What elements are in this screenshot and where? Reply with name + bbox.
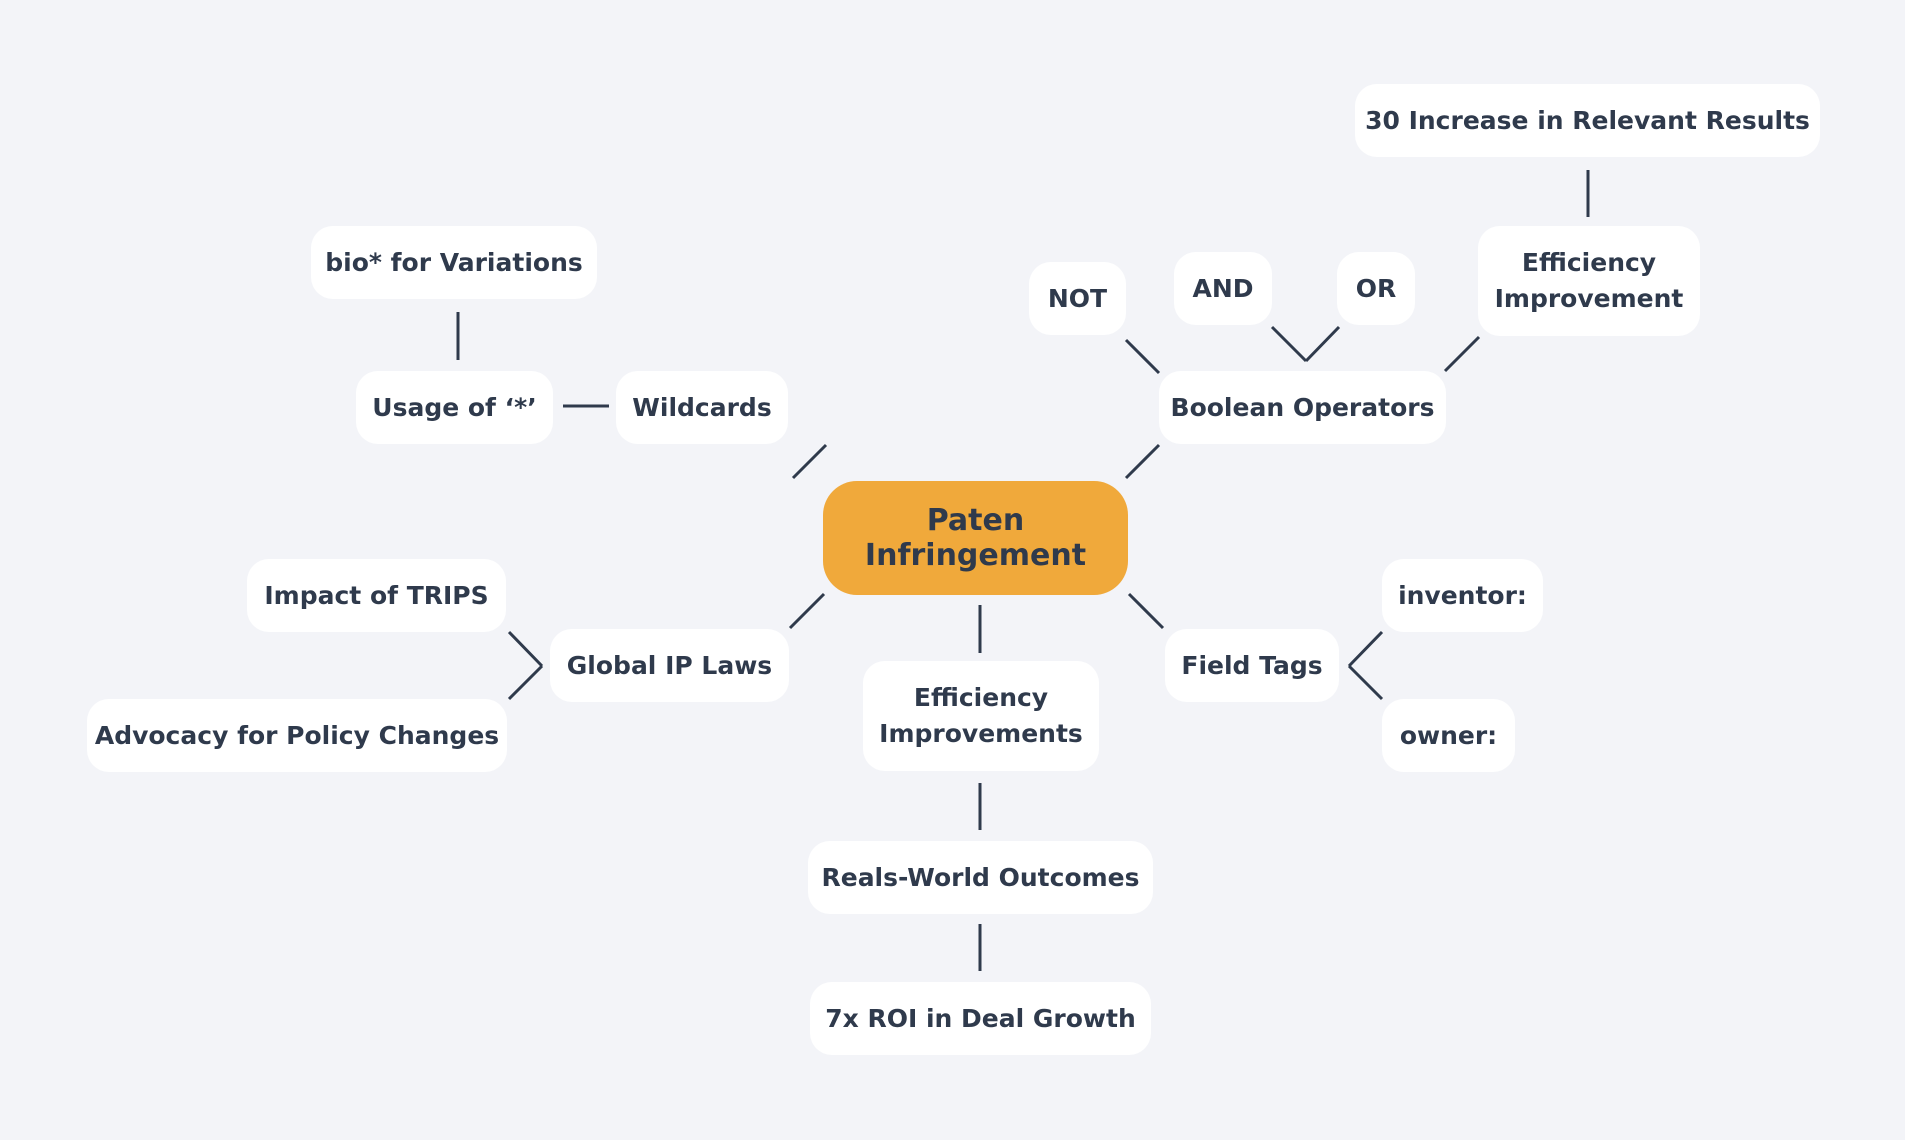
node-wildcards[interactable]: Wildcards	[616, 371, 788, 444]
center-node-paten-infringement[interactable]: Paten Infringement	[823, 481, 1128, 595]
connector-boolean-not	[1124, 338, 1161, 375]
connector-boolean-efficiency	[1443, 335, 1481, 373]
node-boolean-label: Boolean Operators	[1170, 392, 1435, 422]
node-and-label: AND	[1192, 273, 1254, 303]
node-efficiency-improvement-line2: Improvement	[1494, 284, 1684, 313]
node-usage-of-wildcard[interactable]: Usage of ‘*’	[356, 371, 553, 444]
node-efficiency-improvements[interactable]: Efficiency Improvements	[863, 661, 1099, 771]
node-bio-variations[interactable]: bio* for Variations	[311, 226, 597, 299]
node-global-ip-label: Global IP Laws	[566, 650, 773, 680]
node-impact-of-trips[interactable]: Impact of TRIPS	[247, 559, 506, 632]
connector-center-boolean	[1124, 443, 1161, 480]
node-roi-label: 7x ROI in Deal Growth	[825, 1003, 1136, 1033]
node-outcomes-label: Reals-World Outcomes	[821, 862, 1140, 892]
connector-center-fieldtags	[1127, 592, 1165, 630]
center-node-line2: Infringement	[864, 538, 1087, 573]
node-wildcards-label: Wildcards	[632, 392, 772, 422]
node-field-tags-label: Field Tags	[1181, 650, 1323, 680]
node-relevant-results[interactable]: 30 Increase in Relevant Results	[1355, 84, 1820, 157]
node-usage-label: Usage of ‘*’	[372, 392, 537, 422]
connector-boolean-or	[1304, 325, 1341, 363]
node-not[interactable]: NOT	[1029, 262, 1126, 335]
node-owner-label: owner:	[1399, 720, 1498, 750]
connector-center-wildcards	[791, 443, 828, 480]
node-or-label: OR	[1355, 273, 1397, 303]
node-roi-deal-growth[interactable]: 7x ROI in Deal Growth	[810, 982, 1151, 1055]
node-field-tags[interactable]: Field Tags	[1165, 629, 1339, 702]
node-efficiency-improvements-line1: Efficiency	[913, 683, 1049, 712]
connector-fieldtags-owner	[1347, 664, 1384, 701]
node-and[interactable]: AND	[1174, 252, 1272, 325]
node-inventor-label: inventor:	[1398, 580, 1527, 610]
node-advocacy-label: Advocacy for Policy Changes	[94, 720, 500, 750]
connector-fieldtags-inventor	[1347, 630, 1384, 668]
node-inventor[interactable]: inventor:	[1382, 559, 1543, 632]
node-efficiency-improvements-line2: Improvements	[879, 719, 1083, 748]
node-real-world-outcomes[interactable]: Reals-World Outcomes	[808, 841, 1153, 914]
node-efficiency-improvement-line1: Efficiency	[1521, 248, 1657, 277]
node-boolean-operators[interactable]: Boolean Operators	[1159, 371, 1446, 444]
node-efficiency-improvement[interactable]: Efficiency Improvement	[1478, 226, 1700, 336]
node-relevant-results-label: 30 Increase in Relevant Results	[1365, 105, 1810, 135]
node-trips-label: Impact of TRIPS	[264, 580, 489, 610]
connector-globalip-trips	[507, 630, 544, 668]
node-global-ip-laws[interactable]: Global IP Laws	[550, 629, 789, 702]
node-not-label: NOT	[1047, 283, 1108, 313]
connector-center-globalip	[788, 592, 826, 630]
connector-globalip-advocacy	[507, 664, 544, 701]
connector-boolean-and	[1270, 325, 1308, 363]
node-or[interactable]: OR	[1337, 252, 1415, 325]
node-owner[interactable]: owner:	[1382, 699, 1515, 772]
node-bio-label: bio* for Variations	[325, 247, 583, 277]
node-advocacy-policy[interactable]: Advocacy for Policy Changes	[87, 699, 507, 772]
center-node-line1: Paten	[926, 503, 1025, 538]
